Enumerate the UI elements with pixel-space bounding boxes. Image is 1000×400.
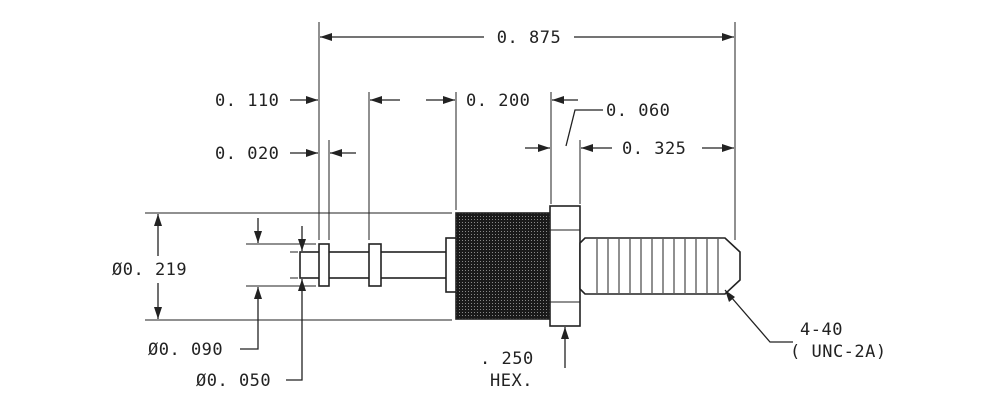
hex-width-label: 0. 200 [466, 91, 530, 111]
part-outline [299, 205, 741, 327]
hex-size-label-line1: . 250 [480, 349, 534, 369]
pin-to-flange-label: 0. 110 [215, 91, 279, 111]
extension-lines [145, 22, 736, 321]
thread-spec-label-line1: 4-40 [800, 320, 843, 340]
dimension-labels: 0. 875 0. 110 0. 200 0. 060 0. 020 0. 32… [112, 28, 887, 391]
flange-thickness-label: 0. 060 [606, 101, 670, 121]
threaded-stud [579, 237, 741, 295]
thread-length-label: 0. 325 [622, 139, 686, 159]
thread-spec-label-line2: ( UNC-2A) [790, 342, 887, 362]
knurled-hex-body [455, 212, 552, 320]
thread-lines [596, 239, 719, 293]
dimension-lines [154, 33, 793, 381]
flange [549, 205, 581, 327]
hex-size-label-line2: HEX. [490, 371, 533, 391]
ring-thickness-label: 0. 020 [215, 144, 279, 164]
pin-diameter-label: Ø0. 050 [196, 371, 271, 391]
pin-ring-1 [318, 243, 330, 287]
pin-ring-2 [368, 243, 382, 287]
ring-diameter-label: Ø0. 090 [148, 340, 223, 360]
body-diameter-label: Ø0. 219 [112, 260, 187, 280]
overall-length-label: 0. 875 [497, 28, 561, 48]
